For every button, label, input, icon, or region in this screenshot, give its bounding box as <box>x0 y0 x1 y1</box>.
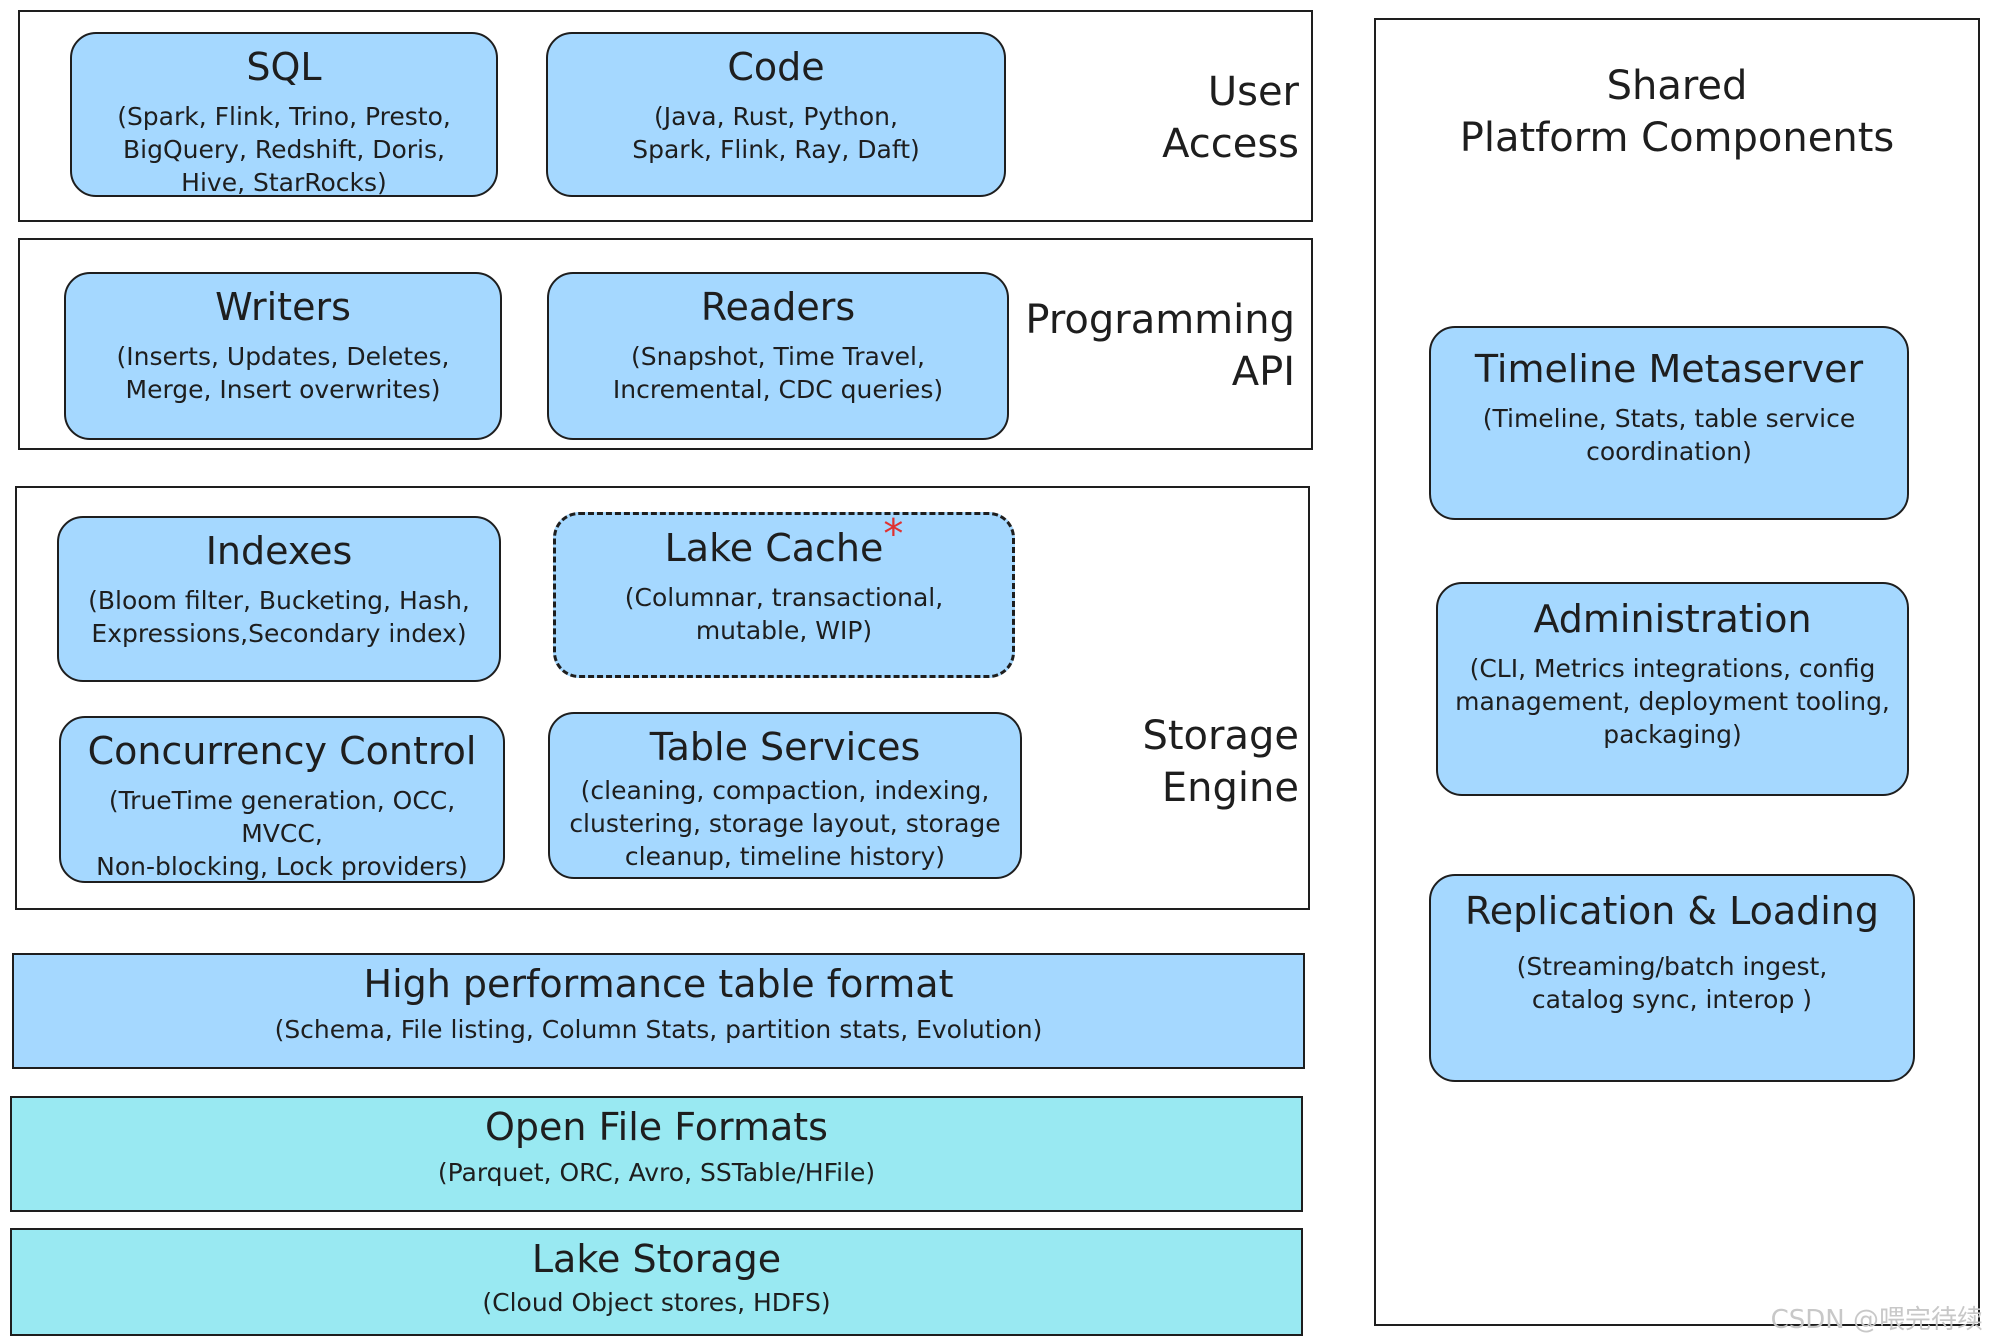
replication-loading-title: Replication & Loading <box>1465 889 1879 933</box>
shared-platform-label: Shared Platform Components <box>1459 63 1895 161</box>
lake-cache-title-row: Lake Cache* <box>664 514 904 571</box>
code-subtitle: (Java, Rust, Python, Spark, Flink, Ray, … <box>632 102 920 164</box>
writers-subtitle: (Inserts, Updates, Deletes, Merge, Inser… <box>116 342 450 404</box>
timeline-metaserver-subtitle: (Timeline, Stats, table service coordina… <box>1482 404 1856 466</box>
code-box: Code (Java, Rust, Python, Spark, Flink, … <box>546 32 1006 197</box>
file-formats-subtitle: (Parquet, ORC, Avro, SSTable/HFile) <box>437 1158 876 1187</box>
indexes-subtitle: (Bloom filter, Bucketing, Hash, Expressi… <box>88 586 470 648</box>
file-formats-title: Open File Formats <box>485 1105 828 1149</box>
table-services-title: Table Services <box>649 725 921 769</box>
code-title: Code <box>727 45 825 89</box>
writers-box: Writers (Inserts, Updates, Deletes, Merg… <box>64 272 502 440</box>
watermark: CSDN @喂完待续 <box>1770 1305 1983 1335</box>
lake-storage-subtitle: (Cloud Object stores, HDFS) <box>482 1288 831 1317</box>
concurrency-control-subtitle: (TrueTime generation, OCC, MVCC, Non-blo… <box>96 786 468 881</box>
lake-storage-band: Lake Storage (Cloud Object stores, HDFS) <box>10 1228 1303 1336</box>
lake-cache-subtitle: (Columnar, transactional, mutable, WIP) <box>624 583 944 645</box>
lake-cache-box: Lake Cache* (Columnar, transactional, mu… <box>553 512 1015 678</box>
replication-loading-subtitle: (Streaming/batch ingest, catalog sync, i… <box>1516 952 1828 1014</box>
administration-title: Administration <box>1533 597 1812 641</box>
replication-loading-box: Replication & Loading (Streaming/batch i… <box>1429 874 1915 1082</box>
wip-marker: * <box>883 511 904 558</box>
administration-subtitle: (CLI, Metrics integrations, config manag… <box>1455 654 1890 749</box>
writers-title: Writers <box>215 285 351 329</box>
concurrency-control-title: Concurrency Control <box>87 729 477 773</box>
storage-engine-label: Storage Engine <box>1142 713 1299 811</box>
sql-subtitle: (Spark, Flink, Trino, Presto, BigQuery, … <box>117 102 451 197</box>
readers-subtitle: (Snapshot, Time Travel, Incremental, CDC… <box>612 342 944 404</box>
sql-box: SQL (Spark, Flink, Trino, Presto, BigQue… <box>70 32 498 197</box>
table-services-box: Table Services (cleaning, compaction, in… <box>548 712 1022 879</box>
timeline-metaserver-box: Timeline Metaserver (Timeline, Stats, ta… <box>1429 326 1909 520</box>
indexes-box: Indexes (Bloom filter, Bucketing, Hash, … <box>57 516 501 682</box>
table-services-subtitle: (cleaning, compaction, indexing, cluster… <box>569 776 1001 871</box>
table-format-title: High performance table format <box>363 962 954 1006</box>
programming-api-label: Programming API <box>1025 297 1295 395</box>
file-formats-band: Open File Formats (Parquet, ORC, Avro, S… <box>10 1096 1303 1212</box>
user-access-label: User Access <box>1162 69 1299 167</box>
table-format-band: High performance table format (Schema, F… <box>12 953 1305 1069</box>
readers-title: Readers <box>700 285 856 329</box>
lake-cache-title: Lake Cache <box>664 526 884 570</box>
lake-storage-title: Lake Storage <box>531 1237 782 1281</box>
indexes-title: Indexes <box>205 529 353 573</box>
table-format-subtitle: (Schema, File listing, Column Stats, par… <box>274 1015 1043 1044</box>
concurrency-control-box: Concurrency Control (TrueTime generation… <box>59 716 505 883</box>
readers-box: Readers (Snapshot, Time Travel, Incremen… <box>547 272 1009 440</box>
sql-title: SQL <box>246 45 322 89</box>
timeline-metaserver-title: Timeline Metaserver <box>1474 347 1864 391</box>
administration-box: Administration (CLI, Metrics integration… <box>1436 582 1909 796</box>
